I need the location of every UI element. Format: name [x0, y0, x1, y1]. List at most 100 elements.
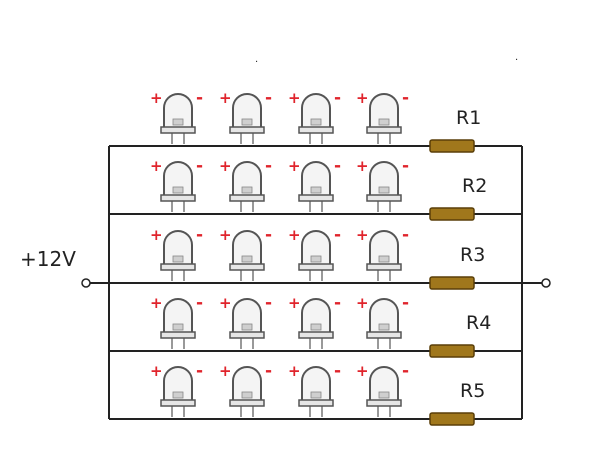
led-flange [229, 399, 265, 407]
led-dome [163, 230, 193, 270]
led-die [172, 255, 184, 263]
resistor-label: R5 [460, 380, 485, 402]
led-icon: +- [288, 293, 341, 349]
led-minus-mark: - [265, 88, 272, 108]
led-minus-mark: - [265, 361, 272, 381]
led-plus-mark: + [356, 89, 369, 107]
led-icon: +- [356, 225, 409, 281]
led-plus-mark: + [356, 157, 369, 175]
led-row: +-+-+-+-R1 [109, 88, 522, 153]
led-die [241, 255, 253, 263]
led-dome [301, 93, 331, 133]
led-flange [298, 194, 334, 202]
input-terminal [81, 278, 91, 288]
led-dome [232, 298, 262, 338]
led-minus-mark: - [196, 225, 203, 245]
led-flange [229, 331, 265, 339]
led-die [172, 186, 184, 194]
led-minus-mark: - [196, 293, 203, 313]
led-flange [366, 263, 402, 271]
led-flange [366, 331, 402, 339]
led-icon: +- [356, 361, 409, 417]
led-plus-mark: + [150, 89, 163, 107]
led-row: +-+-+-+-R3 [109, 225, 522, 290]
led-dome [369, 366, 399, 406]
led-flange [366, 194, 402, 202]
led-plus-mark: + [356, 362, 369, 380]
led-rows: +-+-+-+-R1+-+-+-+-R2+-+-+-+-R3+-+-+-+-R4… [109, 88, 522, 426]
led-plus-mark: + [150, 362, 163, 380]
led-plus-mark: + [288, 89, 301, 107]
led-die [310, 118, 322, 126]
led-icon: +- [150, 156, 203, 212]
led-row: +-+-+-+-R2 [109, 156, 522, 221]
led-dome [301, 230, 331, 270]
led-die [241, 391, 253, 399]
resistor-icon [429, 344, 475, 358]
led-dome [369, 161, 399, 201]
led-die [172, 118, 184, 126]
led-minus-mark: - [334, 293, 341, 313]
led-plus-mark: + [356, 226, 369, 244]
led-die [378, 255, 390, 263]
led-minus-mark: - [196, 88, 203, 108]
led-icon: +- [150, 293, 203, 349]
resistor-icon [429, 139, 475, 153]
led-icon: +- [356, 88, 409, 144]
led-dome [301, 366, 331, 406]
led-plus-mark: + [150, 294, 163, 312]
resistor-label: R4 [466, 312, 491, 334]
led-die [241, 118, 253, 126]
led-dome [369, 298, 399, 338]
led-minus-mark: - [402, 156, 409, 176]
led-flange [298, 263, 334, 271]
led-plus-mark: + [150, 157, 163, 175]
led-minus-mark: - [402, 293, 409, 313]
led-plus-mark: + [219, 89, 232, 107]
led-icon: +- [150, 361, 203, 417]
led-dome [163, 366, 193, 406]
led-minus-mark: - [402, 225, 409, 245]
led-plus-mark: + [219, 362, 232, 380]
led-die [241, 323, 253, 331]
resistor-icon [429, 276, 475, 290]
led-flange [366, 126, 402, 134]
led-die [172, 391, 184, 399]
led-minus-mark: - [334, 225, 341, 245]
led-die [378, 391, 390, 399]
led-die [378, 323, 390, 331]
led-plus-mark: + [288, 294, 301, 312]
led-flange [298, 331, 334, 339]
led-dome [301, 298, 331, 338]
led-die [378, 186, 390, 194]
led-icon: +- [288, 156, 341, 212]
led-die [378, 118, 390, 126]
led-flange [160, 263, 196, 271]
led-plus-mark: + [150, 226, 163, 244]
resistor-label: R2 [462, 175, 487, 197]
led-minus-mark: - [334, 88, 341, 108]
led-dome [369, 230, 399, 270]
led-icon: +- [356, 293, 409, 349]
led-flange [160, 126, 196, 134]
led-row: +-+-+-+-R4 [109, 293, 522, 358]
led-minus-mark: - [334, 156, 341, 176]
resistor-label: R1 [456, 107, 481, 129]
resistor-label: R3 [460, 244, 485, 266]
led-minus-mark: - [265, 156, 272, 176]
led-die [172, 323, 184, 331]
led-icon: +- [219, 88, 272, 144]
led-minus-mark: - [196, 361, 203, 381]
led-flange [366, 399, 402, 407]
led-dome [232, 161, 262, 201]
led-flange [229, 194, 265, 202]
led-die [310, 186, 322, 194]
led-icon: +- [288, 88, 341, 144]
led-plus-mark: + [219, 226, 232, 244]
led-icon: +- [219, 225, 272, 281]
supply-voltage-label: +12V [20, 247, 76, 271]
led-dome [232, 230, 262, 270]
led-dome [163, 93, 193, 133]
led-flange [160, 399, 196, 407]
led-die [310, 255, 322, 263]
